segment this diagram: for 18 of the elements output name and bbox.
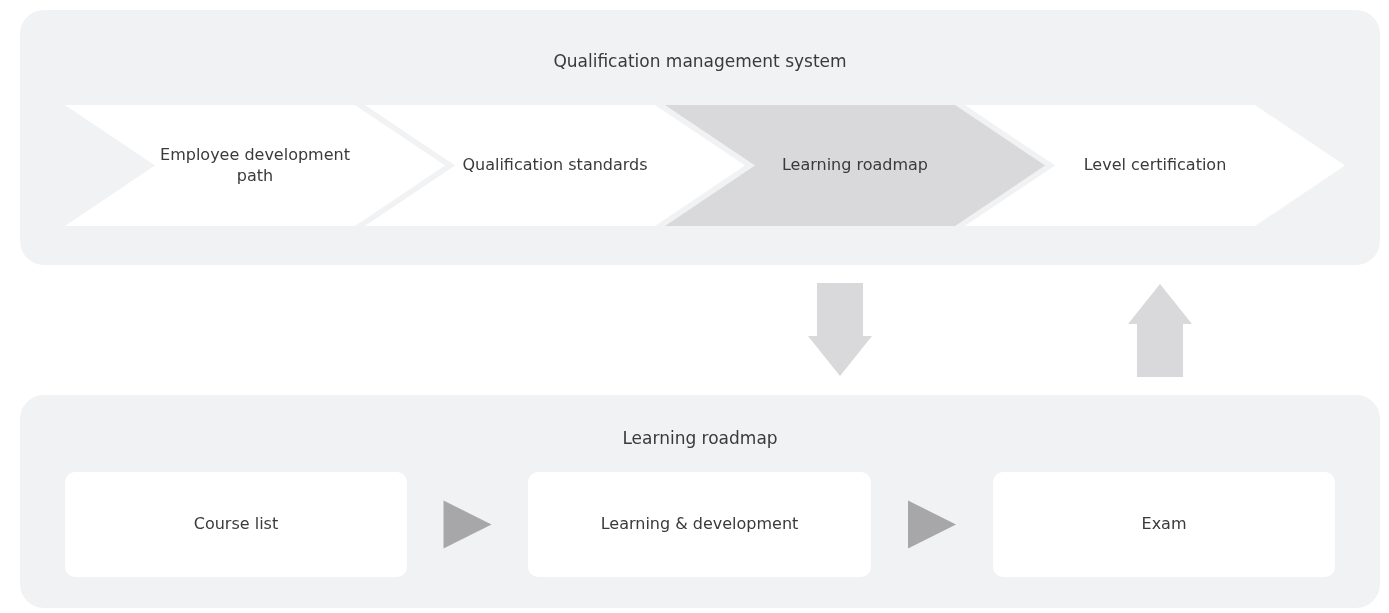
block-arrow [1128, 284, 1192, 377]
chevron-step [365, 105, 745, 226]
section-panel [20, 395, 1380, 608]
card-label: Course list [193, 514, 279, 535]
chevron-step [965, 105, 1345, 226]
section-panel [20, 10, 1380, 265]
card-label: Learning & development [600, 514, 799, 535]
arrow [443, 500, 492, 549]
step-label: Learning roadmap [780, 154, 930, 177]
step-label: Qualification standards [461, 154, 649, 177]
panel-title: Learning roadmap [621, 427, 779, 450]
step-label: Employee development path [160, 143, 350, 187]
step-label: Level certification [1082, 154, 1228, 177]
arrow [908, 500, 956, 549]
panel-title: Qualification management system [552, 50, 848, 73]
highlighted-chevron-step [665, 105, 1045, 226]
card-label: Exam [1141, 514, 1187, 535]
block-arrow [808, 283, 872, 376]
